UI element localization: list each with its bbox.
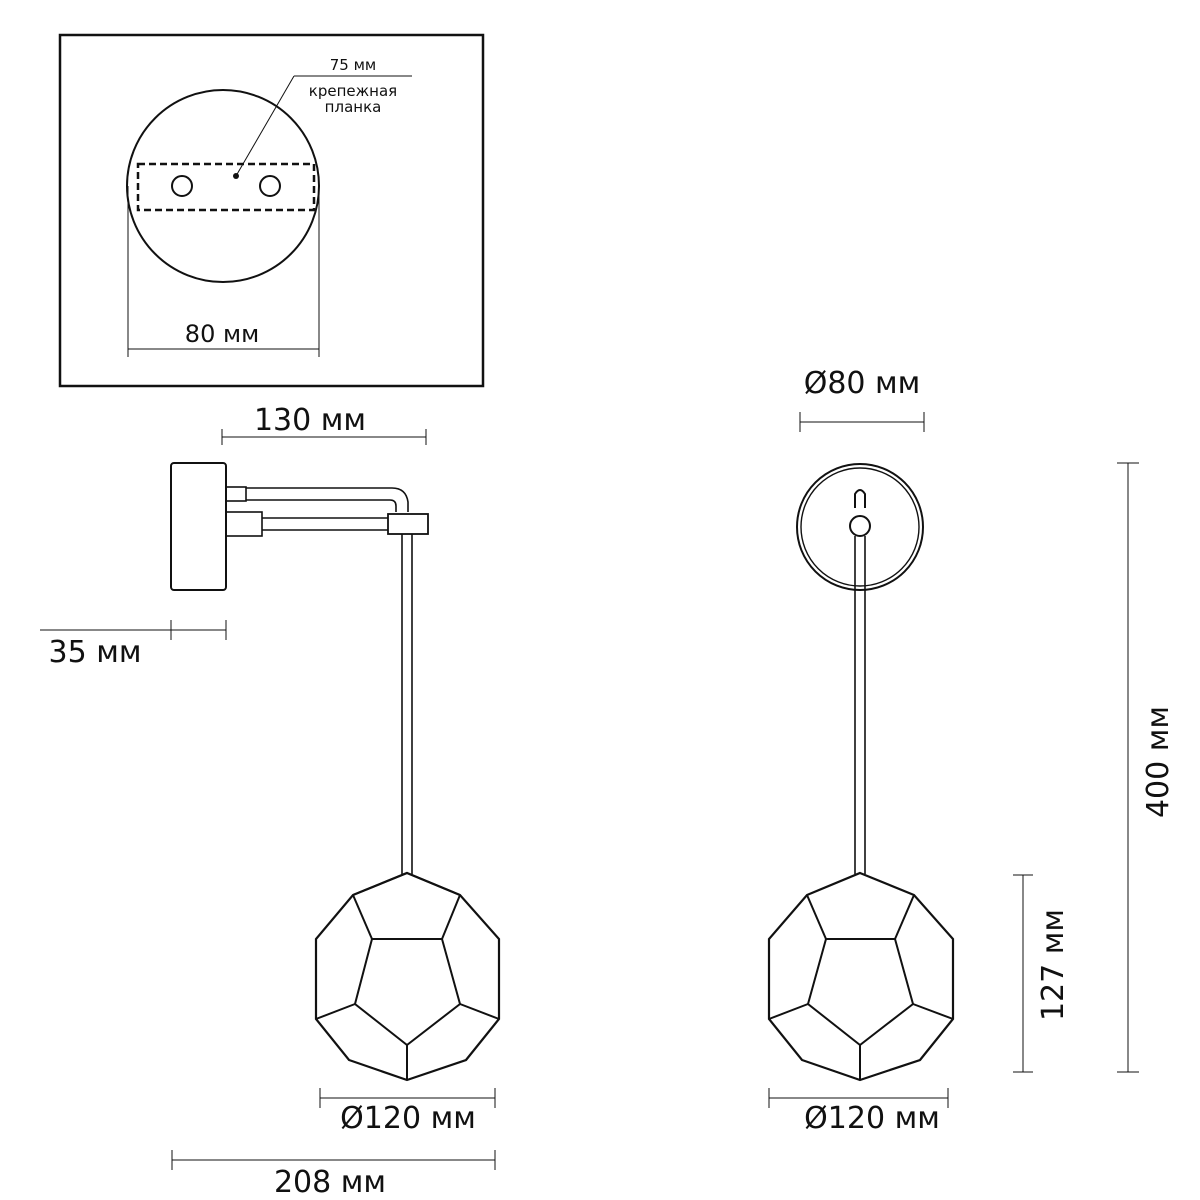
upper-arm-joint <box>225 486 247 502</box>
total-height-label: 400 мм <box>1141 706 1176 818</box>
upper-arm <box>246 487 409 512</box>
base-width-label: 80 мм <box>185 320 259 348</box>
plate-name-line1: крепежная <box>309 82 397 100</box>
base-diameter-label: Ø80 мм <box>804 366 921 401</box>
plate-width-label: 75 мм <box>330 56 377 74</box>
inset-frame <box>58 33 485 388</box>
plate-name-line2: планка <box>325 98 382 116</box>
hinge-ball <box>849 515 871 537</box>
shade-side <box>314 871 501 1082</box>
front-view: Ø80 мм Ø120 мм 127 мм <box>767 366 1176 1136</box>
mounting-inset: 75 мм крепежная планка 80 мм <box>58 33 485 388</box>
leader-line <box>235 75 295 177</box>
wall-base-inner <box>800 467 920 587</box>
shade-front <box>767 871 955 1082</box>
wall-base-side <box>170 462 227 591</box>
shade-height-label: 127 мм <box>1036 909 1071 1021</box>
shade-diameter-side-label: Ø120 мм <box>340 1101 476 1136</box>
shade-diameter-front-label: Ø120 мм <box>804 1101 940 1136</box>
arm-length-label: 130 мм <box>254 403 366 438</box>
mounting-plate-outline <box>136 162 316 212</box>
lower-arm-joint <box>225 511 263 537</box>
side-view: 130 мм 35 мм <box>40 403 501 1200</box>
base-depth-label: 35 мм <box>49 635 142 670</box>
screw-hole-right <box>259 175 281 197</box>
wall-base-outer <box>796 463 924 591</box>
screw-hole-left <box>171 175 193 197</box>
base-circle <box>126 89 320 283</box>
hinge-top <box>854 489 866 508</box>
total-width-label: 208 мм <box>274 1165 386 1200</box>
arm-clamp <box>387 513 429 535</box>
